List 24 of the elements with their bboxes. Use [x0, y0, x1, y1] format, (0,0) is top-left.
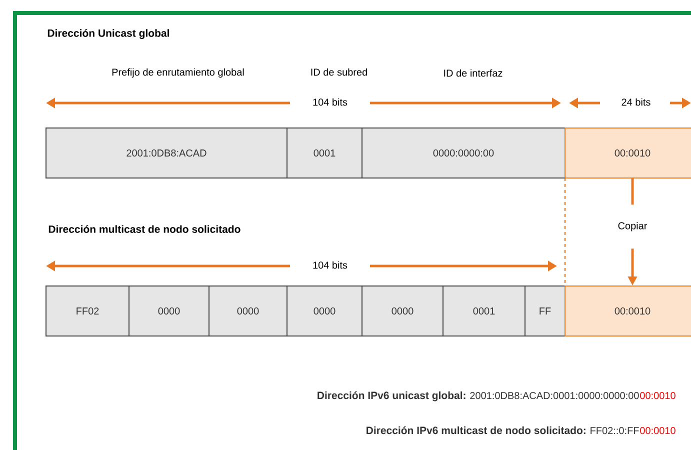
edge-label: Copiar — [614, 204, 650, 249]
address-field: 0001 — [286, 128, 362, 178]
address-field: FF02 — [46, 286, 130, 336]
field-label: ID de interfaz — [444, 69, 502, 77]
address-caption: Dirección IPv6 multicast de nodo solicitado: — [366, 426, 586, 434]
address-caption: Dirección IPv6 unicast global: — [318, 391, 466, 402]
address-field: 00:0010 — [564, 128, 691, 178]
heading: Dirección Unicast global — [48, 29, 169, 39]
highlighted-digits: 00:0010 — [640, 392, 676, 400]
highlighted-digits: 00:0010 — [640, 427, 676, 434]
address-field: 00:0010 — [564, 286, 691, 336]
dimension-label: 104 bits — [310, 259, 350, 271]
heading: Dirección multicast de nodo solicitado — [48, 225, 240, 233]
address-value: 2001:0DB8:ACAD:0001:0000:0000:00 — [470, 392, 639, 400]
field-label: ID de subred — [311, 68, 367, 76]
dimension-label: 104 bits — [310, 96, 350, 108]
address-value: FF02::0:FF — [590, 427, 639, 434]
address-field: 0000 — [128, 286, 210, 336]
address-field: 0000 — [286, 286, 362, 336]
address-field: FF — [524, 286, 566, 336]
dimension-label: 24 bits — [619, 96, 653, 108]
address-field: 0000 — [362, 286, 444, 336]
address-field: 0000 — [208, 286, 288, 336]
field-label: Prefijo de enrutamiento global — [112, 68, 244, 78]
